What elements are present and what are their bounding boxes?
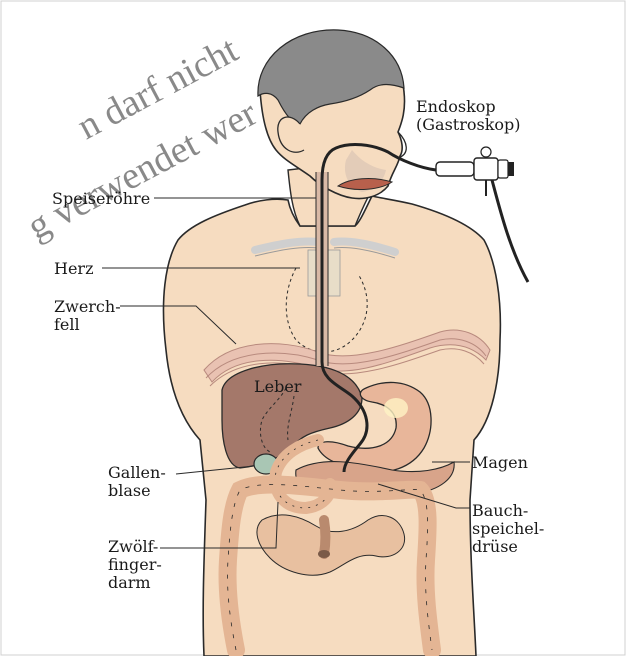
label-herz: Herz bbox=[54, 260, 94, 278]
label-zwerchfell: Zwerch- fell bbox=[54, 298, 121, 334]
label-leber: Leber bbox=[254, 378, 301, 396]
label-speiseroehre: Speiseröhre bbox=[52, 190, 150, 208]
rectum bbox=[324, 520, 326, 554]
label-magen: Magen bbox=[472, 454, 528, 472]
label-endoskop: Endoskop (Gastroskop) bbox=[416, 98, 521, 134]
label-zwoelffingerdarm: Zwölf- finger- darm bbox=[108, 538, 162, 592]
label-gallenblase: Gallen- blase bbox=[108, 464, 166, 500]
label-bauchspeicheldruese: Bauch- speichel- drüse bbox=[472, 502, 544, 556]
